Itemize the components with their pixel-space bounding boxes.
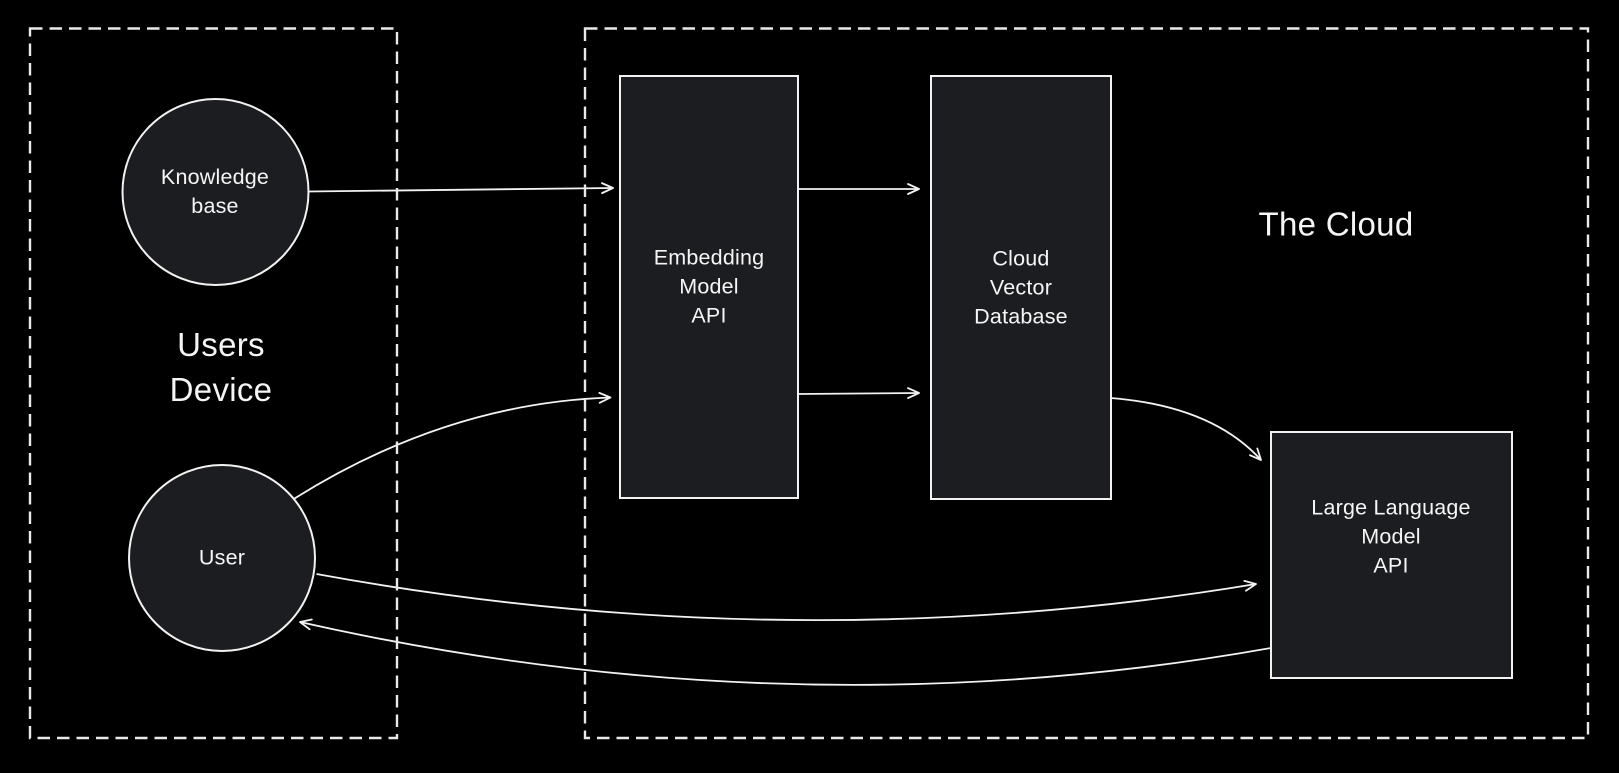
embedding-model-api-node-shape [619, 75, 799, 499]
user-node-shape [128, 464, 316, 652]
knowledge-base-node-shape [121, 98, 310, 286]
cloud-vector-database-node-shape [930, 75, 1112, 500]
users-device-group-box [28, 27, 399, 740]
users-device-group-label: Users Device [169, 326, 273, 408]
edge-llm-to-user [299, 618, 1272, 686]
edge-embedding-to-vector-db-lower [797, 387, 920, 399]
knowledge-base-node-label: Knowledge base [160, 165, 270, 218]
cloud-vector-database-node-label: Cloud Vector Database [974, 246, 1068, 329]
edge-user-to-embedding [294, 391, 612, 500]
the-cloud-group-label: The Cloud [1258, 205, 1414, 243]
edge-vector-db-to-llm [1110, 397, 1262, 461]
the-cloud-group-box [583, 27, 1590, 740]
large-language-model-api-node-shape [1270, 431, 1513, 679]
user-node-label: User [198, 545, 246, 570]
edge-knowledge-base-to-embedding [308, 182, 614, 195]
embedding-model-api-node-label: Embedding Model API [653, 245, 765, 328]
large-language-model-api-node-label: Large Language Model API [1311, 495, 1471, 578]
edge-user-to-llm [316, 573, 1257, 622]
